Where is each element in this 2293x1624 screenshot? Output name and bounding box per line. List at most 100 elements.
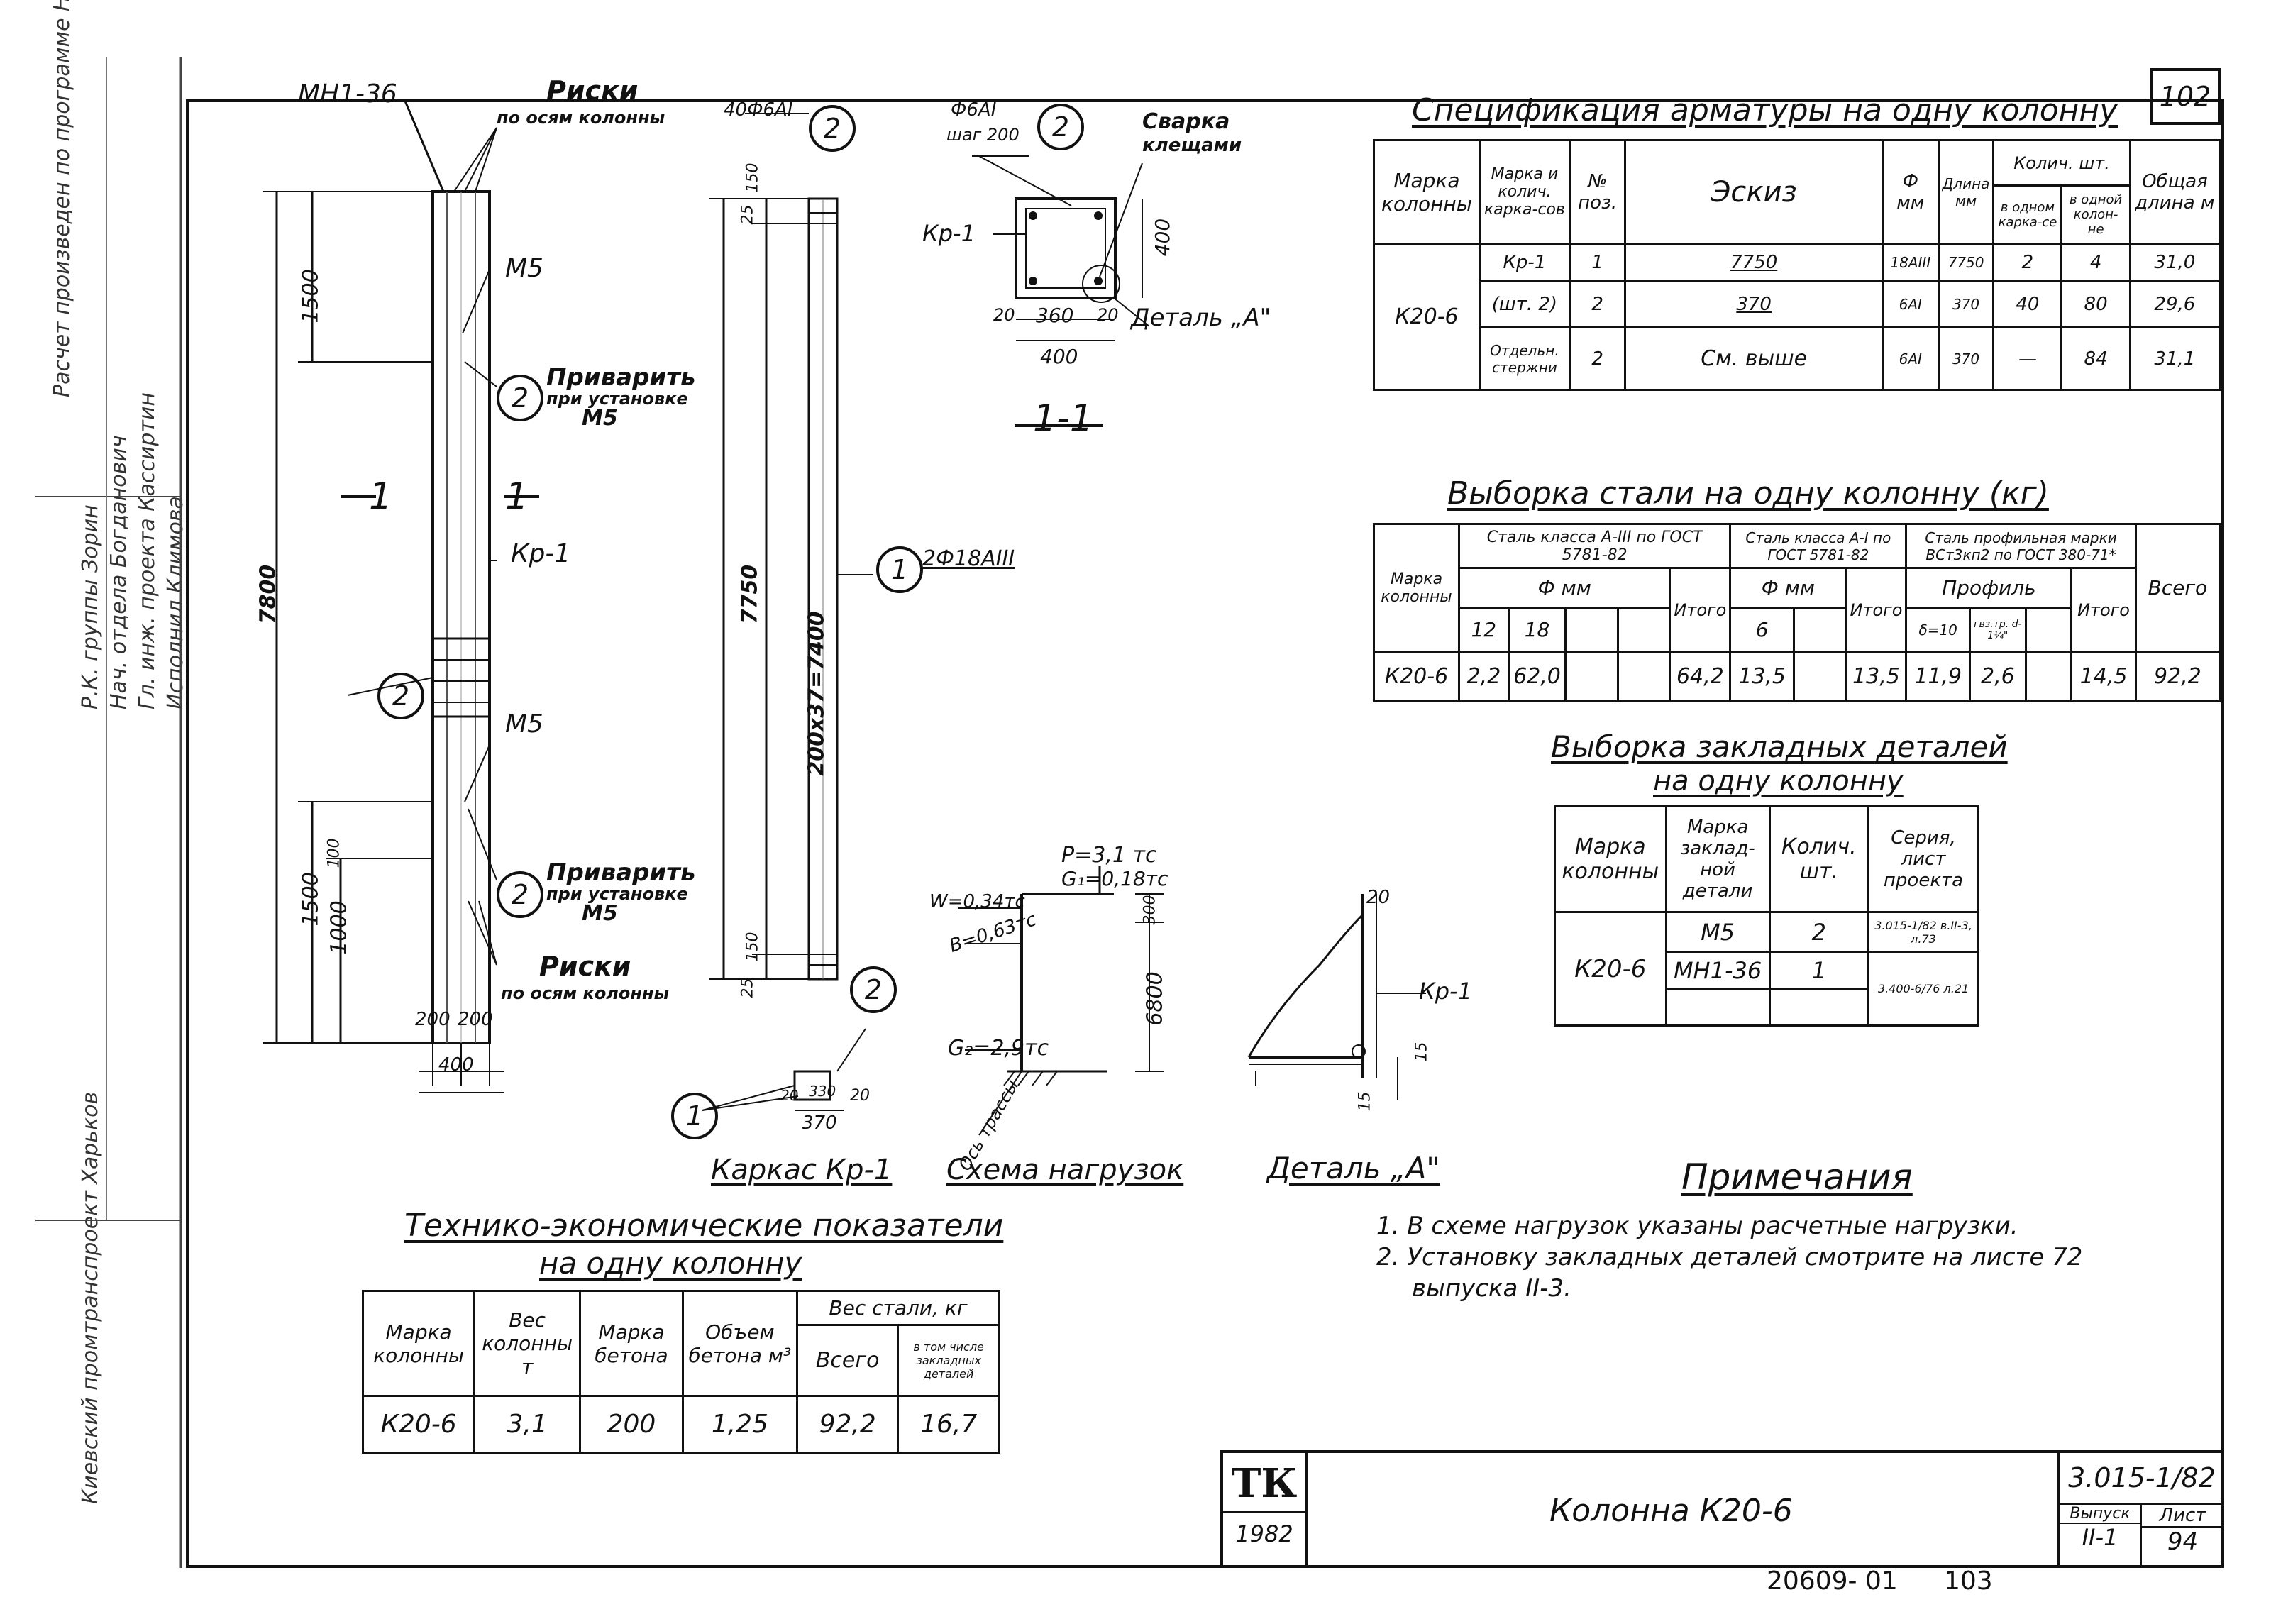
steel-cell [2024,651,2073,702]
embedded-cell: 1 [1768,951,1870,990]
spec-cell: 6АI [1881,280,1940,328]
steel-cell [1564,651,1619,702]
label-kr1: Кр-1 [511,539,571,568]
tep-header-cell: Марка колонны [361,1290,476,1397]
dim-spacing: 200х37=7400 [804,611,829,776]
steel-header-cell: 6 [1729,607,1795,653]
steel-header-cell [1792,607,1847,653]
spec-cell: 2 [1992,243,2063,282]
load-p: P=3,1 тс [1061,843,1157,868]
steel-header-cell [1564,607,1619,653]
embedded-header-cell: Марка колонны [1554,805,1667,913]
steel-header-cell: 18 [1507,607,1567,653]
steel-header-cell: δ=10 [1905,607,1971,653]
year: 1982 [1223,1511,1305,1547]
callout-circle: 2 [497,375,543,421]
label-weld-bottom: Приварить [546,858,696,887]
load-w: W=0,34тс [929,891,1025,912]
embedded-cell: 3.015-1/82 в.II-3, л.73 [1867,911,1979,953]
steel-cell: 62,0 [1507,651,1567,702]
detail-dim-15a: 15 [1413,1042,1431,1062]
spec-cell: 18АIII [1881,243,1940,282]
steel-cell [1616,651,1672,702]
spec-cell: Отдельн. стержни [1478,326,1571,391]
page-number-box: 102 [2150,68,2221,125]
embedded-table: Марка колонны Марка заклад-ной детали Ко… [1554,805,1979,1027]
spec-cell: 29,6 [2128,280,2221,328]
tep-header-cell: Марка бетона [579,1290,684,1397]
page-number: 102 [2159,81,2211,112]
dim-7750: 7750 [737,564,763,624]
load-g2: G₂=2,9тс [948,1036,1049,1061]
caption-detail-a: Деталь „А" [1267,1151,1440,1186]
section-step: шаг 200 [946,125,1020,145]
tep-table-title2: на одну колонну [539,1246,802,1281]
spec-cell: (шт. 2) [1478,280,1571,328]
dim-25-top: 25 [739,204,757,225]
spec-header-cell: Эскиз [1624,139,1884,245]
tep-cell: 16,7 [897,1395,1000,1454]
steel-header-cell [1616,607,1672,653]
section-rebar: Ф6АI [951,99,997,121]
embedded-cell: 2 [1768,911,1870,953]
section-1-1-drawing [972,155,1150,427]
embedded-cell-mark: К20-6 [1554,911,1667,1027]
steel-table: Марка колонны Сталь класса А-III по ГОСТ… [1373,523,2221,702]
column-elevation-drawing [263,99,539,1093]
embedded-header-cell: Серия, лист проекта [1867,805,1979,913]
detail-dim-15b: 15 [1356,1091,1374,1112]
spec-cell: 2 [1568,326,1627,391]
embedded-cell: МН1-36 [1664,951,1771,990]
sheet-title: Колонна К20-6 [1549,1493,1793,1529]
label-weld-top-sub: при установке [546,389,688,409]
load-dim-300: 300 [1141,895,1159,925]
steel-cell: 14,5 [2070,651,2137,702]
spec-cell: См. выше [1624,326,1884,391]
spec-cell: 7750 [1624,243,1884,282]
embedded-header-cell: Колич. шт. [1768,805,1870,913]
spec-cell: 370 [1937,326,1995,391]
tep-cell: 3,1 [473,1395,582,1454]
embedded-table-title2: на одну колонну [1653,765,1904,797]
steel-header-cell: гвз.тр. d-1¼" [1968,607,2027,653]
detail-kr1: Кр-1 [1419,978,1472,1005]
embedded-header-cell: Марка заклад-ной детали [1664,805,1771,913]
callout-circle: 2 [377,673,424,719]
spec-header-cell: Длина мм [1937,139,1995,245]
spec-header-cell: Марка колонны [1373,139,1481,245]
title-block: ТК 1982 Колонна К20-6 3.015-1/82 Выпуск … [1220,1450,2223,1568]
section-weld: Сварка [1142,109,1230,134]
title-block-code-cell: 3.015-1/82 Выпуск II-1 Лист 94 [2057,1453,2223,1568]
callout-circle: 2 [850,966,897,1013]
spec-subheader-cell: в одной колон-не [2060,184,2131,245]
tep-cell: 1,25 [681,1395,798,1454]
dim-1000: 1000 [326,900,352,955]
section-dim-20b: 20 [1097,305,1119,325]
sheet-cell: Лист 94 [2142,1505,2223,1568]
steel-table-title: Выборка стали на одну колонну (кг) [1447,475,2049,512]
steel-cell: 13,5 [1845,651,1908,702]
tep-cell: 92,2 [795,1395,900,1454]
spec-subheader-cell: в одном карка-се [1992,184,2063,245]
label-weld-bottom-sub: при установке [546,884,688,904]
drawing-frame [186,99,2224,1568]
tep-header-cell: Вес колонны т [473,1290,582,1397]
small-dim-20b: 20 [850,1087,870,1105]
label-weld-top-m5: М5 [582,406,618,431]
label-m5-bottom: М5 [505,709,543,739]
sheet-label: Лист [2142,1505,2223,1528]
section-mark-left: 1 [369,475,393,518]
steel-cell: 2,6 [1968,651,2027,702]
section-detail-ref: Деталь „А" [1131,304,1271,332]
spec-cell: 370 [1624,280,1884,328]
spec-header-cell: Колич. шт. [1992,139,2131,187]
footer-page: 103 [1944,1567,1993,1596]
label-mh: МН1-36 [298,79,397,109]
spec-cell: 31,0 [2128,243,2221,282]
issue-cell: Выпуск II-1 [2060,1505,2142,1568]
steel-cell: 2,2 [1457,651,1510,702]
dim-150-bottom: 150 [744,932,762,962]
label-riski-bottom: Риски [539,951,631,982]
label-riski-bottom-sub: по осям колонны [501,983,670,1003]
steel-header-cell: Всего [2134,523,2221,653]
